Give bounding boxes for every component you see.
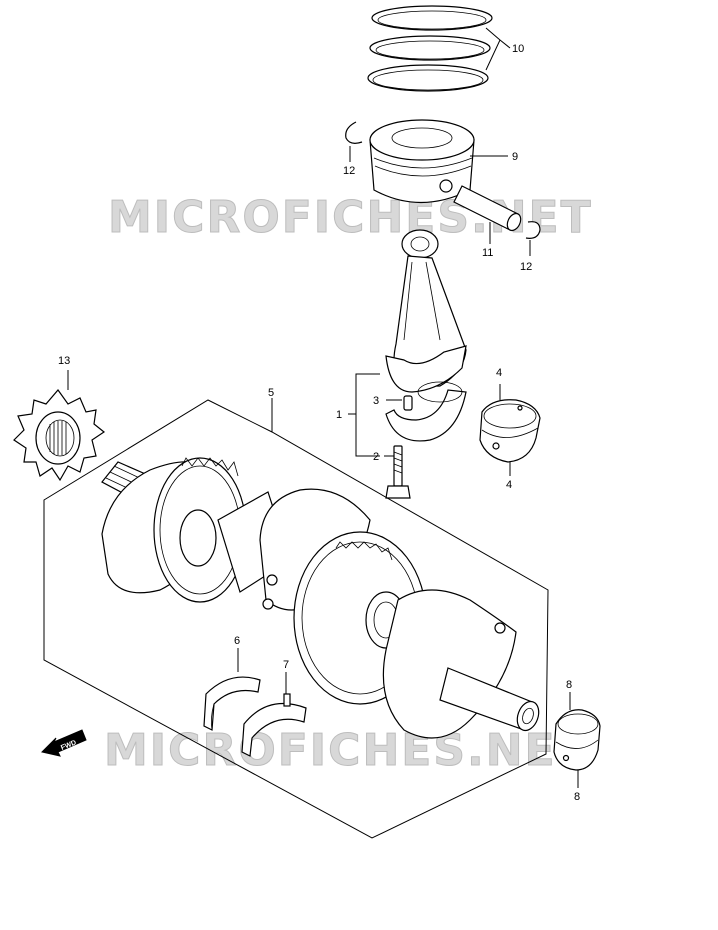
leader-10 [485, 27, 511, 71]
callout-12b: 12 [520, 261, 532, 273]
callout-2: 2 [373, 451, 379, 463]
callout-12a: 12 [343, 165, 355, 177]
crankshaft-box [43, 399, 549, 839]
fwd-arrow-icon: FWD [41, 729, 87, 757]
callout-4b: 4 [506, 479, 512, 491]
callout-7: 7 [283, 659, 289, 671]
conrod-bolt [385, 445, 411, 499]
crankshaft [101, 457, 540, 739]
piston [369, 119, 475, 203]
connecting-rod [385, 229, 467, 442]
callout-5: 5 [268, 387, 274, 399]
watermark-bottom: MICROFICHES.NET [104, 725, 589, 776]
callout-6: 6 [234, 635, 240, 647]
callout-3: 3 [373, 395, 379, 407]
callout-4a: 4 [496, 367, 502, 379]
bracket-1 [348, 373, 380, 457]
circlip-left [345, 121, 363, 144]
dowel-pin [403, 395, 413, 411]
callout-10: 10 [512, 43, 524, 55]
callout-8a: 8 [566, 679, 572, 691]
crankshaft-bearing [553, 709, 601, 771]
callout-1: 1 [336, 409, 342, 421]
piston-rings [367, 5, 493, 92]
cam-chain-sprocket [13, 389, 106, 482]
callout-8b: 8 [574, 791, 580, 803]
callout-9: 9 [512, 151, 518, 163]
circlip-right [525, 221, 541, 239]
thrust-bearing-7 [241, 693, 307, 757]
conrod-bearing [479, 399, 541, 463]
callout-13: 13 [58, 355, 70, 367]
piston-pin [453, 185, 522, 232]
thrust-bearing-6 [203, 676, 261, 731]
callout-11: 11 [482, 247, 493, 259]
